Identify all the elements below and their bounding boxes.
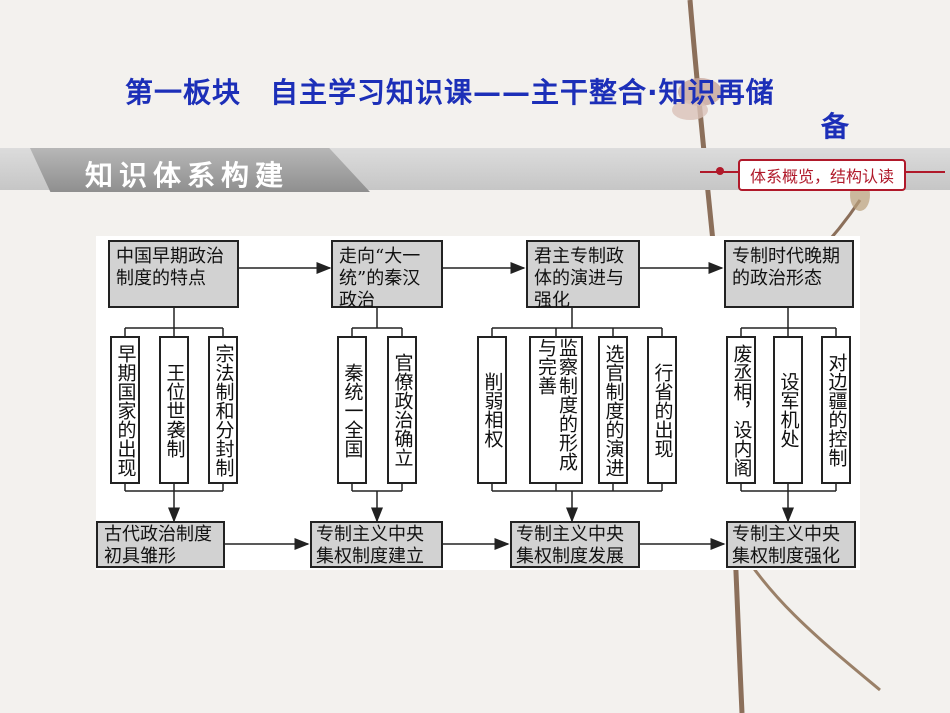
sub-4-1: 废丞相，设内阁 bbox=[726, 336, 756, 484]
title-line-2: 备 bbox=[820, 110, 850, 143]
sub-2-2: 官僚政治确立 bbox=[387, 336, 417, 484]
bottom-box-4: 专制主义中央集权制度强化 bbox=[726, 521, 856, 568]
section-banner-tab bbox=[30, 148, 370, 192]
knowledge-diagram: 中国早期政治制度的特点 走向“大一统”的秦汉政治 君主专制政体的演进与强化 专制… bbox=[96, 236, 860, 570]
sub-1-1: 早期国家的出现 bbox=[110, 336, 140, 484]
sub-3-2: 监察制度的形成与完善 bbox=[529, 336, 583, 484]
sub-4-3: 对边疆的控制 bbox=[821, 336, 851, 484]
top-box-4: 专制时代晚期的政治形态 bbox=[724, 240, 854, 308]
sub-3-4: 行省的出现 bbox=[647, 336, 677, 484]
title-line-1: 第一板块 自主学习知识课——主干整合·知识再储 bbox=[125, 76, 775, 109]
top-box-2: 走向“大一统”的秦汉政治 bbox=[331, 240, 443, 311]
page-title: 第一板块 自主学习知识课——主干整合·知识再储 备 bbox=[125, 76, 850, 144]
sub-2-1: 秦统一全国 bbox=[337, 336, 367, 484]
top-box-3: 君主专制政体的演进与强化 bbox=[526, 240, 640, 311]
sub-4-2: 设军机处 bbox=[773, 336, 803, 484]
sub-1-3: 宗法制和分封制 bbox=[208, 336, 238, 484]
sub-3-3: 选官制度的演进 bbox=[598, 336, 628, 484]
badge-dot-icon bbox=[716, 167, 724, 175]
bottom-box-3: 专制主义中央集权制度发展 bbox=[510, 521, 640, 568]
sub-1-2: 王位世袭制 bbox=[159, 336, 189, 484]
diagram-connectors bbox=[124, 262, 837, 550]
section-title: 知识体系构建 bbox=[85, 159, 290, 192]
bottom-box-2: 专制主义中央集权制度建立 bbox=[310, 521, 443, 568]
sub-3-1: 削弱相权 bbox=[477, 336, 507, 484]
section-badge: 体系概览，结构认读 bbox=[738, 159, 907, 191]
top-box-1: 中国早期政治制度的特点 bbox=[108, 240, 239, 308]
bottom-box-1: 古代政治制度初具雏形 bbox=[96, 521, 225, 568]
